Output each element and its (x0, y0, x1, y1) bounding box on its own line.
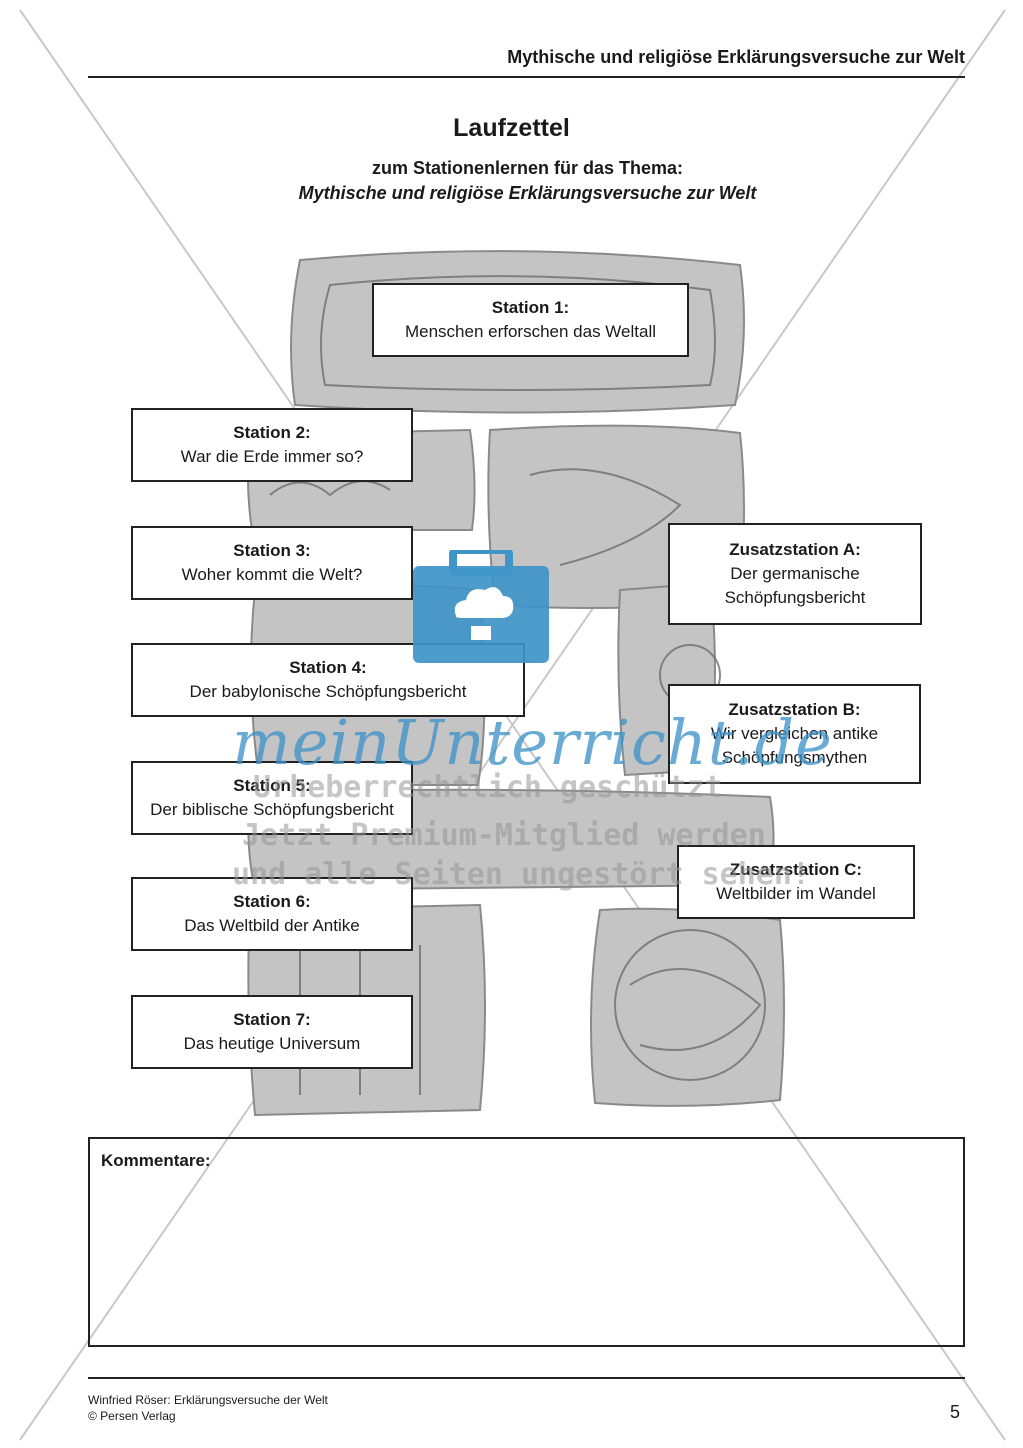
zusatzstation-b-line1: Wir vergleichen antike (710, 724, 879, 743)
zusatzstation-a-title: Zusatzstation A: (729, 540, 861, 559)
station-6-card: Station 6: Das Weltbild der Antike (131, 877, 413, 951)
watermark-line-3: und alle Seiten ungestört sehen! (232, 857, 810, 892)
station-6-title: Station 6: (233, 892, 311, 911)
zusatzstation-b-card: Zusatzstation B: Wir vergleichen antike … (668, 684, 921, 784)
zusatzstation-b-line2: Schöpfungsmythen (721, 748, 868, 767)
zusatzstation-c-title: Zusatzstation C: (729, 860, 863, 879)
watermark-line-1: Urheberrechtlich geschützt (253, 770, 723, 805)
footer-divider (88, 1377, 965, 1379)
zusatzstation-a-line1: Der germanische (730, 564, 860, 583)
page-number: 5 (950, 1402, 961, 1422)
station-2-card: Station 2: War die Erde immer so? (131, 408, 413, 482)
zusatzstation-a-line2: Schöpfungsbericht (724, 588, 866, 607)
page-subtitle: zum Stationenlernen für das Thema: (371, 158, 684, 178)
station-7-card: Station 7: Das heutige Universum (131, 995, 413, 1069)
station-5-card: Station 5: Der biblische Schöpfungsberic… (131, 761, 413, 835)
station-1-text: Menschen erforschen das Weltall (404, 322, 657, 341)
station-4-card: Station 4: Der babylonische Schöpfungsbe… (131, 643, 525, 717)
station-2-text: War die Erde immer so? (180, 447, 364, 466)
page-title: Laufzettel (453, 114, 570, 142)
watermark-brand: meinUnterricht.de (232, 706, 833, 779)
topic-title: Mythische und religiöse Erklärungsversuc… (298, 183, 757, 203)
station-4-text: Der babylonische Schöpfungsbericht (189, 682, 467, 701)
station-7-text: Das heutige Universum (183, 1034, 361, 1053)
station-3-card: Station 3: Woher kommt die Welt? (131, 526, 413, 600)
station-1-title: Station 1: (491, 298, 570, 317)
station-3-text: Woher kommt die Welt? (181, 565, 363, 584)
footer-author: Winfried Röser: Erklärungsversuche der W… (88, 1393, 328, 1407)
header-title: Mythische und religiöse Erklärungsversuc… (507, 47, 965, 67)
station-5-text: Der biblische Schöpfungsbericht (150, 800, 394, 819)
station-1-card: Station 1: Menschen erforschen das Welta… (372, 283, 689, 357)
briefcase-cloud-icon (413, 550, 549, 663)
comments-box[interactable]: Kommentare: (88, 1137, 965, 1347)
zusatzstation-b-title: Zusatzstation B: (728, 700, 861, 719)
watermark-line-2: Jetzt Premium-Mitglied werden (242, 818, 766, 853)
comments-label: Kommentare: (101, 1151, 211, 1170)
zusatzstation-a-card: Zusatzstation A: Der germanische Schöpfu… (668, 523, 922, 625)
station-7-title: Station 7: (233, 1010, 311, 1029)
footer-publisher: © Persen Verlag (88, 1409, 176, 1423)
station-4-title: Station 4: (289, 658, 367, 677)
header-divider (88, 76, 965, 78)
zusatzstation-c-card: Zusatzstation C: Weltbilder im Wandel (677, 845, 915, 919)
station-5-title: Station 5: (233, 776, 311, 795)
station-3-title: Station 3: (233, 541, 311, 560)
station-2-title: Station 2: (233, 423, 311, 442)
station-6-text: Das Weltbild der Antike (184, 916, 360, 935)
zusatzstation-c-text: Weltbilder im Wandel (716, 884, 876, 903)
